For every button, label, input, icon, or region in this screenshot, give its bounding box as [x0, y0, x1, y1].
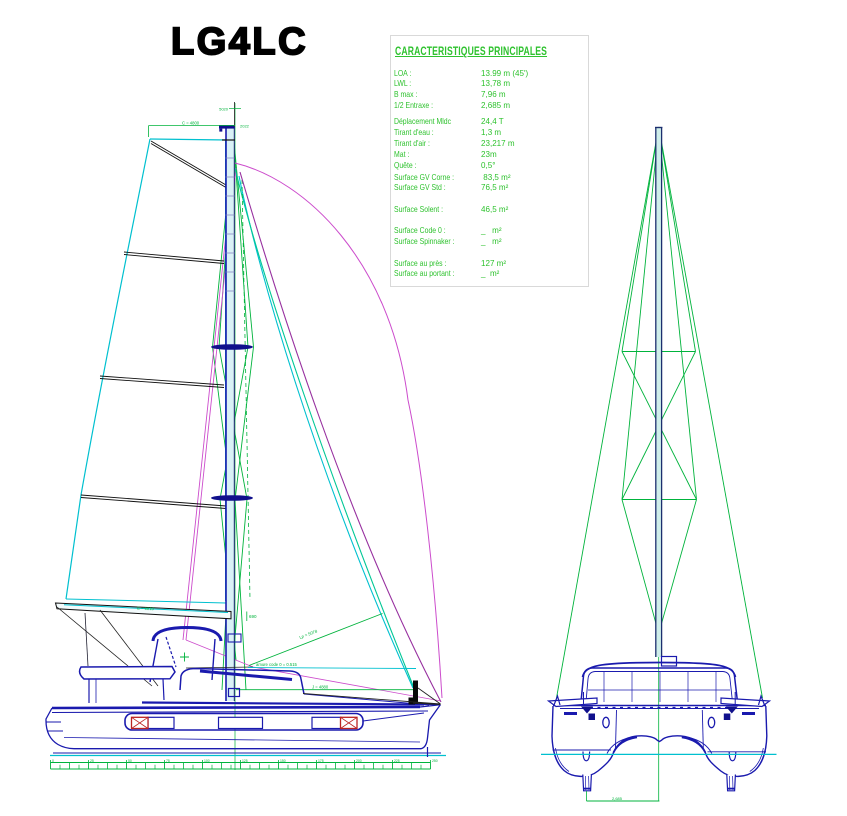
- svg-text:2022: 2022: [240, 124, 250, 129]
- svg-text:E = 6810: E = 6810: [137, 606, 155, 612]
- svg-text:175: 175: [318, 759, 324, 763]
- svg-text:200: 200: [356, 759, 362, 763]
- svg-text:125: 125: [242, 759, 248, 763]
- svg-text:50: 50: [128, 759, 132, 763]
- svg-text:75: 75: [166, 759, 170, 763]
- svg-text:225: 225: [394, 759, 400, 763]
- svg-text:100: 100: [204, 759, 210, 763]
- svg-text:250: 250: [432, 759, 438, 763]
- svg-text:0: 0: [52, 759, 54, 763]
- svg-text:25: 25: [90, 759, 94, 763]
- svg-text:amure code 0 = 0.515: amure code 0 = 0.515: [256, 662, 298, 667]
- svg-text:C = 4800: C = 4800: [182, 120, 200, 125]
- svg-text:J = 4880: J = 4880: [312, 685, 329, 690]
- svg-text:690: 690: [249, 614, 257, 619]
- svg-text:2,685: 2,685: [612, 796, 623, 801]
- svg-text:150: 150: [280, 759, 286, 763]
- svg-text:5020: 5020: [219, 107, 229, 112]
- svg-text:Lp = 5078: Lp = 5078: [299, 628, 319, 640]
